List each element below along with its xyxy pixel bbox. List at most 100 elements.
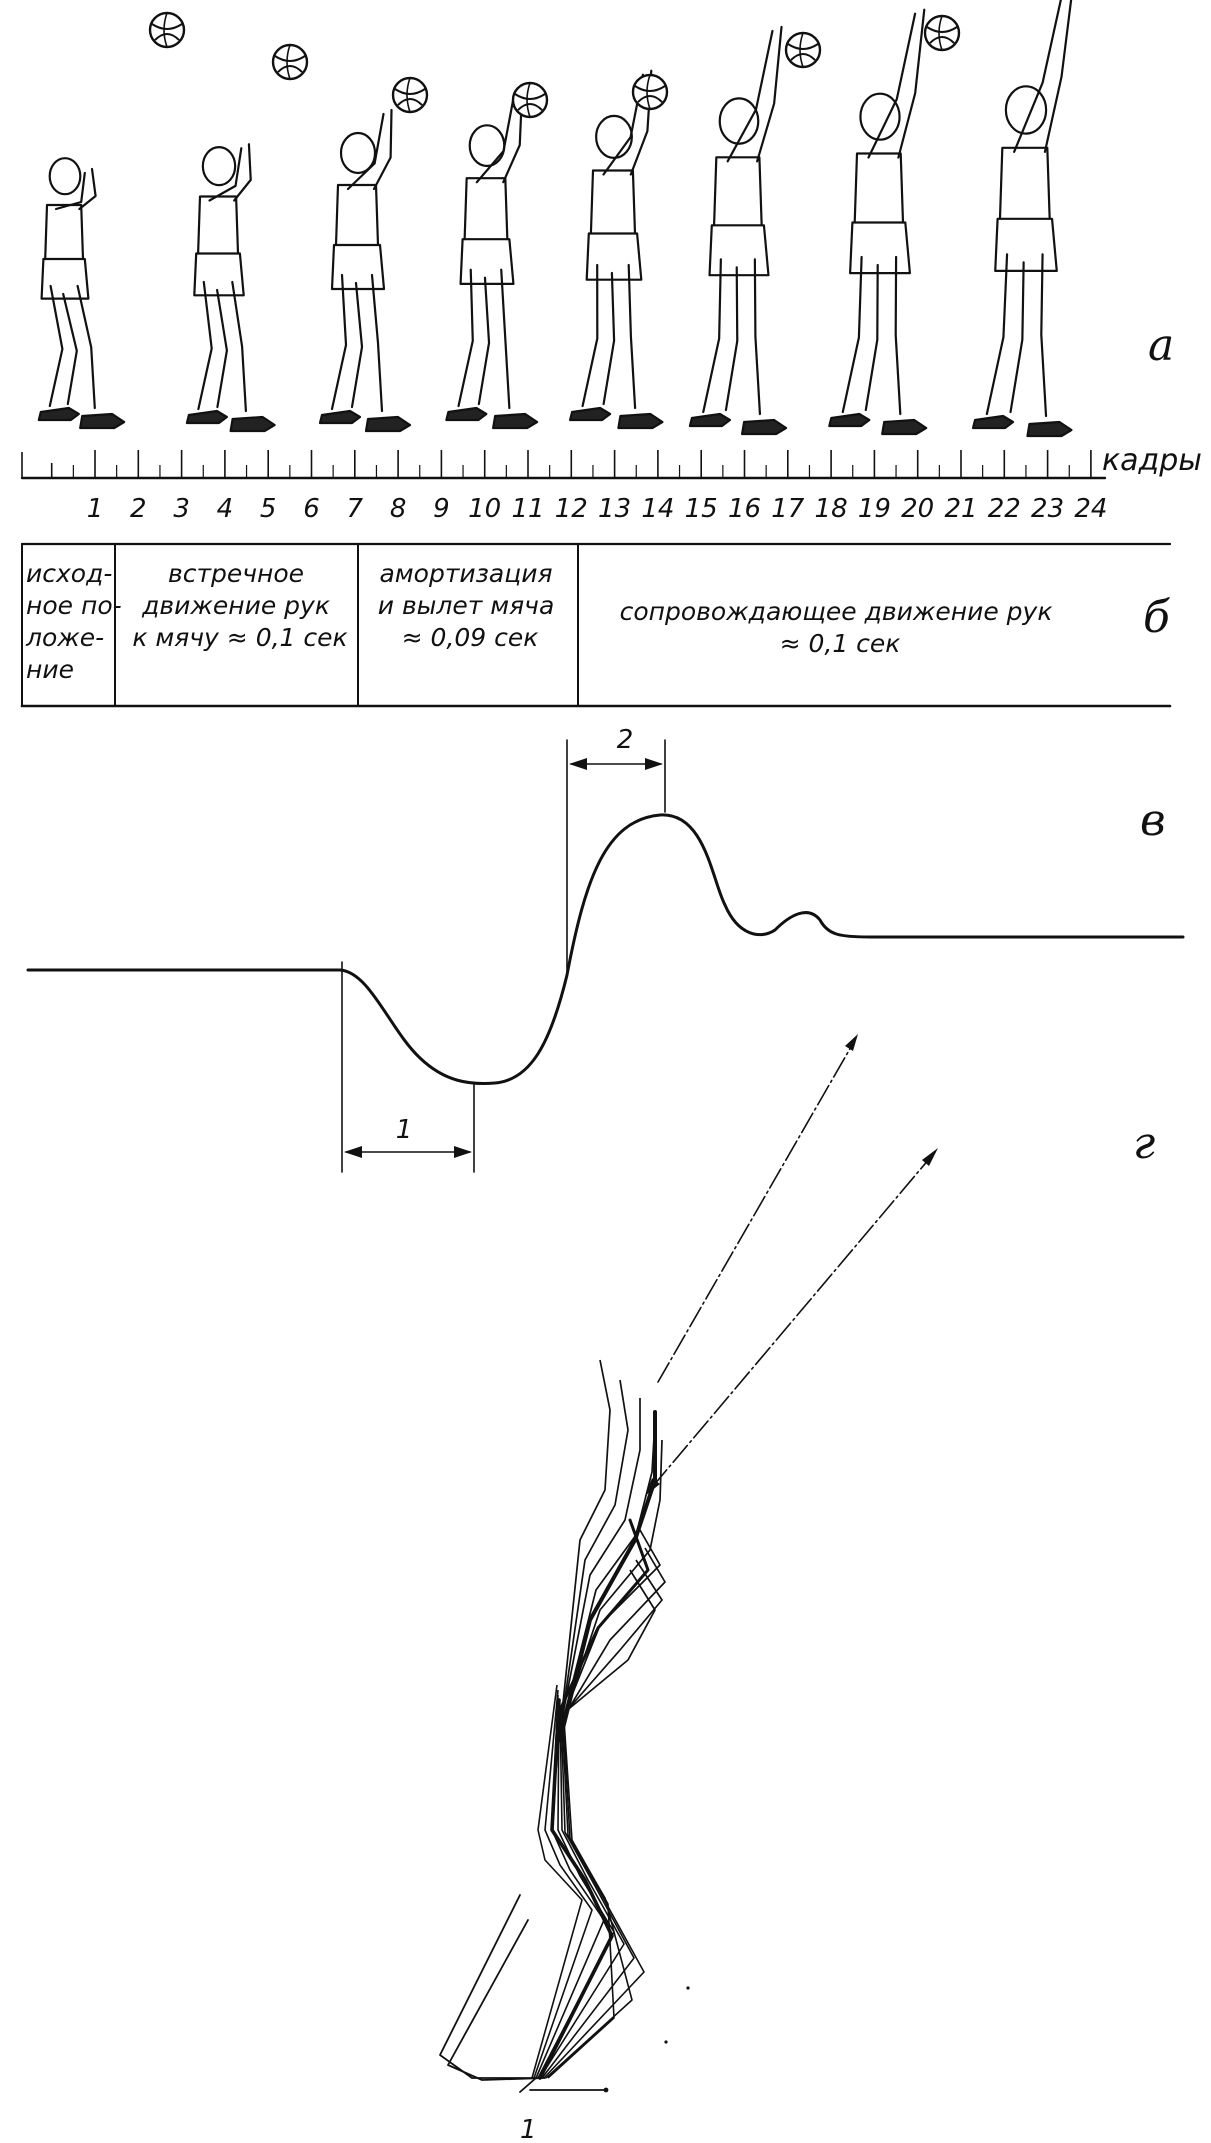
stray-dot-1 <box>686 1986 690 1990</box>
motion-curve-line <box>26 813 1185 1085</box>
leg <box>753 258 762 416</box>
panel-label-v: в <box>1140 795 1166 846</box>
leg <box>841 255 863 414</box>
head <box>201 146 237 187</box>
toe-trace <box>519 2077 537 2093</box>
shoe <box>79 412 126 430</box>
rear-leg-trace-1 <box>439 1894 541 2079</box>
torso <box>197 195 240 255</box>
trace-footnote: 1 <box>520 2115 537 2143</box>
head <box>339 131 377 175</box>
phase-table: исход- ное по- ложе- ние встречное движе… <box>20 542 1172 708</box>
frame-number: 3 <box>173 494 190 524</box>
torso <box>998 146 1051 220</box>
shoe <box>37 406 80 422</box>
frame-number: 2 <box>130 494 147 524</box>
frame-number: 20 <box>901 494 934 524</box>
interval-1-left-arrow-icon <box>344 1146 362 1158</box>
shoe <box>445 406 488 422</box>
ball-trajectory-incoming <box>647 1151 936 1493</box>
panel-label-g: г <box>1133 1118 1155 1169</box>
interval-1-right-arrow-icon <box>454 1146 472 1158</box>
shorts <box>40 257 90 300</box>
arm-trace-lines <box>555 1359 666 1771</box>
leg <box>724 266 739 412</box>
leg <box>1040 253 1048 418</box>
frame-number: 8 <box>390 494 407 524</box>
arm-trace-bold-final <box>558 1410 657 1742</box>
volleyball-icon <box>391 76 429 114</box>
torso <box>463 177 509 241</box>
frame-number: 5 <box>260 494 277 524</box>
shoe <box>318 409 362 425</box>
stray-dot-2 <box>664 2040 668 2044</box>
leg <box>330 273 348 411</box>
arm <box>208 147 243 202</box>
leg-trace-bold <box>538 1698 614 2080</box>
frame-number: 11 <box>511 494 544 524</box>
arm <box>475 94 516 184</box>
torso <box>853 152 905 224</box>
ruler-ticks <box>21 450 1092 478</box>
player-figure <box>445 90 539 430</box>
motion-curve-panel: 1 2 в <box>26 725 1185 1173</box>
torso <box>589 169 637 235</box>
shorts <box>994 217 1058 272</box>
arm-trace-bold-hand <box>558 1518 650 1712</box>
frame-number: 14 <box>641 494 674 524</box>
shorts <box>585 232 643 281</box>
phase-amortization: амортизация и вылет мяча ≈ 0,09 сек <box>378 559 562 652</box>
frames-unit-label: кадры <box>1102 443 1202 478</box>
frame-number: 15 <box>685 494 718 524</box>
leg <box>76 284 96 410</box>
shorts <box>849 221 911 275</box>
frame-number: 17 <box>771 494 805 524</box>
frame-number: 19 <box>858 494 891 524</box>
shoe <box>740 418 788 436</box>
panel-label-a: а <box>1148 320 1174 371</box>
rear-leg-trace-2 <box>447 1919 546 2081</box>
frame-number: 23 <box>1031 494 1064 524</box>
frame-number: 10 <box>468 494 501 524</box>
head <box>595 114 633 159</box>
frame-number: 12 <box>555 494 588 524</box>
player-figure <box>318 108 412 433</box>
outgoing-arrow-icon <box>845 1034 858 1051</box>
head <box>859 92 901 141</box>
frame-number: 6 <box>303 494 320 524</box>
shorts <box>193 252 245 297</box>
shorts <box>459 238 515 285</box>
leg <box>702 258 722 414</box>
player-figure-sequence <box>37 0 1073 438</box>
volleyball-icon <box>148 11 186 49</box>
ankle-marker <box>603 2087 609 2093</box>
frame-number: 21 <box>944 494 977 524</box>
leg-trace-fan <box>531 1684 645 2079</box>
volleyball-icon <box>271 43 309 81</box>
arm <box>756 25 783 163</box>
frame-number: 7 <box>347 494 364 524</box>
player-figure <box>688 25 788 436</box>
phase-initial-position: исход- ное по- ложе- ние <box>25 559 130 684</box>
phase-follow-through: сопровождающее движение рук ≈ 0,1 сек <box>620 597 1061 658</box>
volleyball-icon <box>923 14 961 52</box>
frame-number: 16 <box>728 494 761 524</box>
leg <box>231 280 247 413</box>
leg <box>48 284 64 408</box>
frame-number: 9 <box>433 494 450 524</box>
interval-2-left-arrow-icon <box>569 758 587 770</box>
shoe <box>828 412 871 428</box>
stick-trace-panel: г <box>439 1034 1155 2143</box>
arm <box>897 8 926 159</box>
torso <box>334 183 380 247</box>
shoe <box>492 412 539 430</box>
volleyball-icon <box>784 31 822 69</box>
leg <box>500 268 511 410</box>
arm <box>54 171 86 211</box>
arm <box>372 108 393 191</box>
frame-number: 1 <box>87 494 104 524</box>
frame-number: 13 <box>598 494 631 524</box>
shoe <box>881 418 928 436</box>
